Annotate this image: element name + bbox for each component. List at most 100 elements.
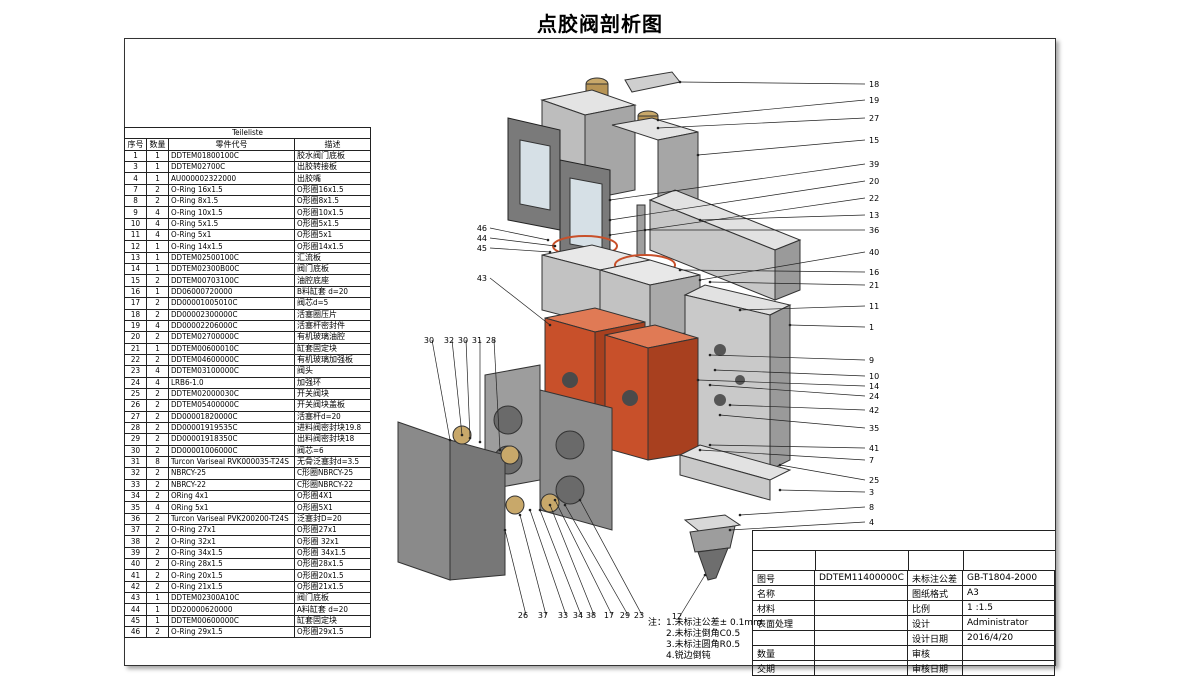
leader-line	[489, 227, 549, 241]
title-block-row: 数量审核	[752, 645, 1055, 661]
callout-number: 41	[869, 444, 879, 453]
tb-label: 图号	[752, 570, 815, 586]
leader-line	[609, 163, 866, 201]
leader-line	[679, 81, 866, 85]
cell-description: O形圈5x1.5	[293, 217, 372, 231]
callout-number: 36	[869, 226, 879, 235]
leader-line	[609, 180, 866, 221]
leader-dot	[678, 80, 682, 84]
leader-dot	[698, 278, 702, 282]
note-line: 2.未标注倒角C0.5	[666, 629, 741, 639]
leader-dot	[696, 153, 700, 157]
cell-part-code: O-Ring 28x1.5	[168, 558, 295, 571]
leader-line	[519, 514, 547, 616]
cell-quantity: 1	[146, 342, 169, 355]
cell-description: 无骨泛塞封d=3.5	[293, 455, 372, 469]
leader-line	[489, 237, 556, 247]
cell-quantity: 2	[146, 353, 169, 367]
cell-index: 4	[124, 172, 147, 185]
cell-quantity: 1	[146, 614, 169, 628]
leader-dot	[553, 498, 557, 502]
leader-dot	[518, 513, 522, 517]
leader-line	[699, 251, 866, 281]
cell-quantity: 2	[146, 297, 169, 310]
cell-description: 缸套固定块	[293, 342, 372, 355]
parts-table-caption: Teileliste	[123, 126, 372, 140]
callout-number: 10	[869, 372, 879, 381]
tb-value	[814, 630, 908, 646]
callout-number: 3	[869, 488, 874, 497]
callout-number: 40	[869, 248, 879, 257]
cell-description: O形圈 34x1.5	[293, 546, 372, 560]
page-title: 点胶阀剖析图	[537, 12, 663, 36]
cell-description: 汇流板	[293, 251, 372, 265]
cell-quantity: 1	[146, 285, 169, 299]
cell-description: O形圈27x1	[293, 524, 372, 537]
cell-description: O形圈20x1.5	[293, 569, 372, 582]
leader-dot	[738, 513, 742, 517]
callout-number: 45	[477, 244, 487, 253]
cell-index: 19	[124, 319, 147, 333]
cell-part-code: O-Ring 10x1.5	[168, 206, 295, 219]
leader-line	[709, 384, 866, 397]
leader-line	[789, 324, 866, 328]
cell-part-code: DDTEM04600000C	[168, 353, 295, 367]
cell-description: O形圈5X1	[293, 501, 372, 514]
leader-dot	[608, 218, 612, 222]
callout-number: 33	[558, 611, 568, 620]
leader-line	[709, 281, 866, 286]
cell-description: 进料阀密封块19.8	[293, 421, 372, 435]
cell-description: C形圈NBRCY-25	[293, 467, 372, 480]
cell-description: 阀门底板	[293, 263, 372, 276]
cell-quantity: 1	[146, 149, 169, 163]
leader-dot	[538, 508, 542, 512]
cell-index: 29	[124, 433, 147, 446]
cell-part-code: O-Ring 34x1.5	[168, 546, 295, 560]
cell-index: 30	[124, 444, 147, 457]
cell-index: 11	[124, 229, 147, 242]
leader-line	[529, 509, 567, 616]
cell-index: 18	[124, 308, 147, 321]
callout-number: 24	[869, 392, 879, 401]
cell-part-code: DDTEM02300B00C	[168, 263, 295, 276]
cell-part-code: O-Ring 32x1	[168, 535, 295, 548]
cell-description: A料缸套 d=20	[293, 603, 372, 616]
leader-dot	[608, 198, 612, 202]
cell-description: O形圈4X1	[293, 489, 372, 503]
callout-number: 12	[672, 612, 682, 620]
cell-description: 阀芯d=5	[293, 297, 372, 310]
cell-part-code: LRB6-1.0	[168, 376, 295, 389]
leader-dot	[778, 488, 782, 492]
leader-dot	[788, 323, 792, 327]
cell-quantity: 2	[146, 308, 169, 321]
cell-part-code: DDTEM02700000C	[168, 331, 295, 344]
cell-part-code: O-Ring 16x1.5	[168, 183, 295, 197]
tb-label: 交期	[752, 660, 815, 676]
cell-quantity: 4	[146, 365, 169, 378]
callout-number: 23	[634, 611, 644, 620]
leader-dot	[553, 244, 557, 248]
cell-part-code: O-Ring 8x1.5	[168, 195, 295, 208]
cell-part-code: ORing 5x1	[168, 501, 295, 514]
pressing-plate	[624, 71, 681, 93]
callout-number: 37	[538, 611, 548, 620]
cell-index: 33	[124, 478, 147, 492]
leader-dot	[643, 228, 647, 232]
callout-number: 21	[869, 281, 879, 290]
cell-index: 12	[124, 240, 147, 253]
valve-base-plate	[683, 284, 792, 471]
